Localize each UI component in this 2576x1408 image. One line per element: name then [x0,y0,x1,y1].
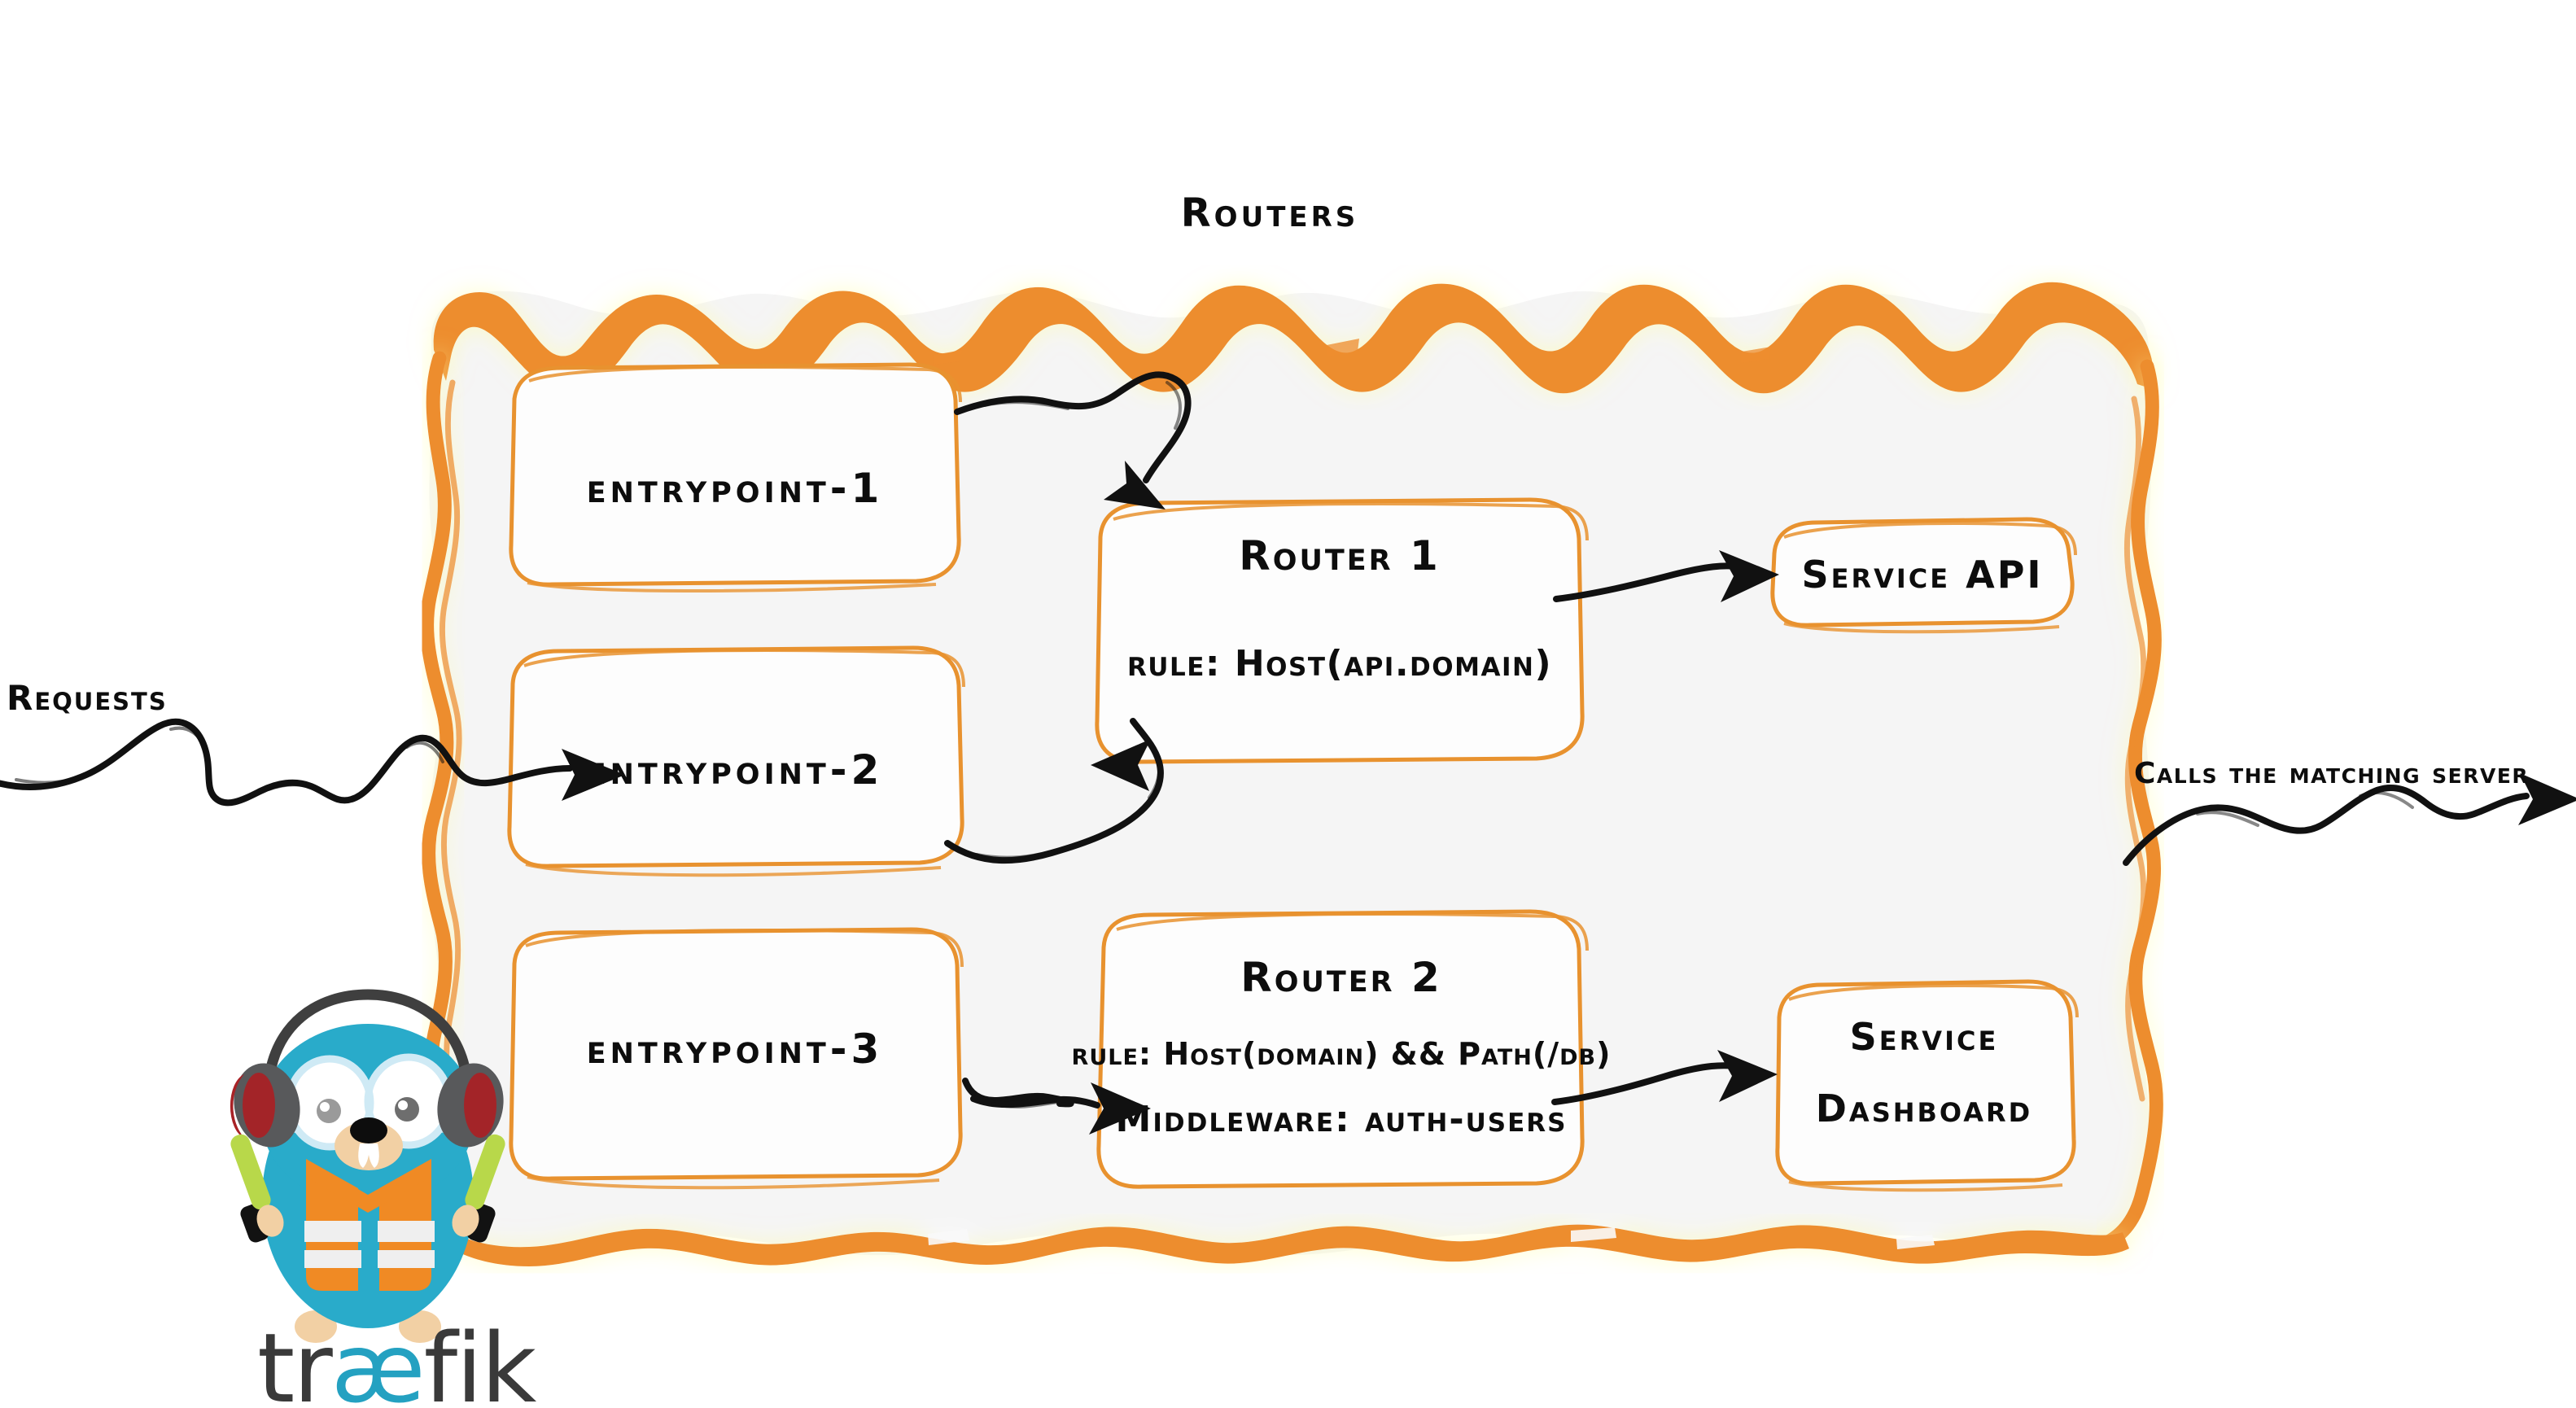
requests-arrow-icon [0,718,625,807]
connector-ep2-router1 [944,718,1164,864]
entrypoint-label-1: entrypoint-1 [587,465,884,512]
svg-text:træfik: træfik [257,1312,536,1408]
router-middleware-2: Middleware: auth-users [1116,1099,1568,1140]
calls-server-arrow-icon [2123,773,2576,866]
service-label-dashboard-line2: Dashboard [1816,1087,2032,1130]
router-title-2: Router 2 [1240,954,1442,1001]
router-box-1[interactable]: Router 1 rule: Host(api.domain) [1095,497,1589,764]
service-label-api: Service API [1801,553,2043,597]
entrypoint-label-2: entrypoint-2 [587,746,884,794]
service-box-dashboard[interactable]: Service Dashboard [1775,979,2079,1192]
page-title: Routers [1181,190,1359,236]
traefik-wordmark: træfik [257,1312,538,1408]
panel-border-bottom [430,1221,2129,1266]
requests-label: Requests [7,678,168,718]
connector-router1-serviceapi [1553,550,1779,602]
wordmark-mid: æ [331,1312,424,1408]
entrypoint-label-3: entrypoint-3 [587,1025,884,1073]
router-rule-2: rule: Host(domain) && Path(/db) [1072,1036,1612,1072]
entrypoint-box-2[interactable]: entrypoint-2 [507,645,965,877]
router-rule-1: rule: Host(api.domain) [1127,643,1552,684]
connector-router2-servicedashboard [1551,1050,1778,1105]
service-label-dashboard-line1: Service [1850,1015,1999,1059]
entrypoint-box-3[interactable]: entrypoint-3 [509,927,964,1190]
entrypoint-box-1[interactable]: entrypoint-1 [509,362,962,592]
wordmark-pre: tr [257,1312,333,1408]
wordmark-post: fik [424,1312,536,1408]
panel-border-right [2097,359,2163,1251]
panel-border-top [433,282,2154,394]
calls-server-label: Calls the matching server [2134,757,2529,790]
router-box-2[interactable]: Router 2 rule: Host(domain) && Path(/db)… [1072,909,1612,1189]
connector-ep3-router2 [962,1078,1151,1135]
connector-ep1-router1 [954,371,1192,509]
traefik-gopher-mascot-icon [230,989,505,1343]
service-box-api[interactable]: Service API [1770,517,2077,634]
router-title-1: Router 1 [1239,532,1441,579]
